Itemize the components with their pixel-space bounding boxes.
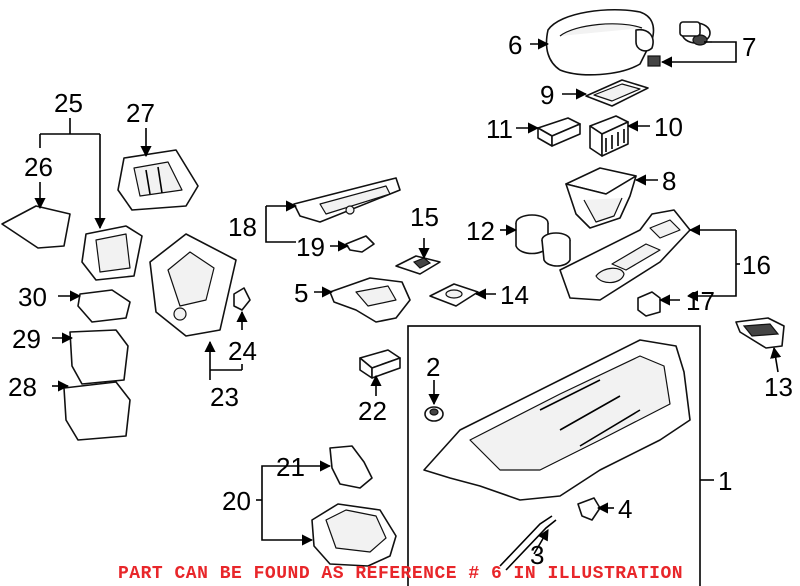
callout-12: 12 [466, 216, 495, 246]
part-5-shift-mechanism [329, 277, 411, 323]
part-20-bin [311, 503, 397, 567]
part-14-plate [429, 283, 479, 307]
callout-20: 20 [222, 486, 251, 516]
part-8-storage-bin [565, 167, 637, 229]
callout-9: 9 [540, 80, 554, 110]
part-21-bin [329, 445, 373, 489]
callout-19: 19 [296, 232, 325, 262]
callout-16: 16 [742, 250, 771, 280]
part-4-bracket [577, 497, 601, 521]
callout-6: 6 [508, 30, 522, 60]
reference-note: PART CAN BE FOUND AS REFERENCE # 6 IN IL… [118, 564, 683, 584]
part-2-plug [424, 406, 444, 422]
callout-11: 11 [486, 114, 513, 144]
part-28-box [63, 381, 131, 441]
part-15-bracket [395, 255, 441, 275]
callout-5: 5 [294, 278, 308, 308]
callout-27: 27 [126, 98, 155, 128]
part-22-switch [359, 349, 401, 379]
part-24-clip [233, 287, 251, 311]
callout-13: 13 [764, 372, 793, 402]
callout-22: 22 [358, 396, 387, 426]
callout-3: 3 [530, 540, 544, 570]
part-12-cup-holder [515, 214, 571, 267]
callout-2: 2 [426, 352, 440, 382]
part-25-tray [81, 225, 143, 281]
part-30-tray [77, 289, 131, 323]
part-10-module [589, 115, 629, 157]
callout-28: 28 [8, 372, 37, 402]
callout-29: 29 [12, 324, 41, 354]
callout-4: 4 [618, 494, 632, 524]
part-23-trim-panel [149, 233, 237, 337]
part-16-console-trim [559, 209, 691, 301]
callout-8: 8 [662, 166, 676, 196]
callout-26: 26 [24, 152, 53, 182]
callout-10: 10 [654, 112, 683, 142]
part-17-clip [637, 291, 661, 317]
callout-24: 24 [228, 336, 257, 366]
callout-18: 18 [228, 212, 257, 242]
part-26-panel [1, 205, 71, 249]
part-3-rod [499, 515, 557, 571]
callout-25: 25 [54, 88, 83, 118]
part-19-clip [345, 235, 375, 253]
callout-23: 23 [210, 382, 239, 412]
part-29-box [69, 329, 129, 385]
part-13-switch-panel [735, 317, 785, 349]
part-11-switch [537, 117, 581, 147]
part-1-console-body [423, 339, 691, 501]
callout-30: 30 [18, 282, 47, 312]
part-7-power-outlet [647, 21, 711, 67]
callout-17: 17 [686, 286, 715, 316]
part-27-vent [117, 149, 199, 211]
part-18-shifter-bezel [293, 177, 401, 223]
callout-21: 21 [276, 452, 305, 482]
callout-1: 1 [718, 466, 732, 496]
part-6-armrest-lid [545, 8, 655, 76]
part-9-mat [585, 79, 649, 107]
callout-7: 7 [742, 32, 756, 62]
callout-15: 15 [410, 202, 439, 232]
callout-14: 14 [500, 280, 529, 310]
